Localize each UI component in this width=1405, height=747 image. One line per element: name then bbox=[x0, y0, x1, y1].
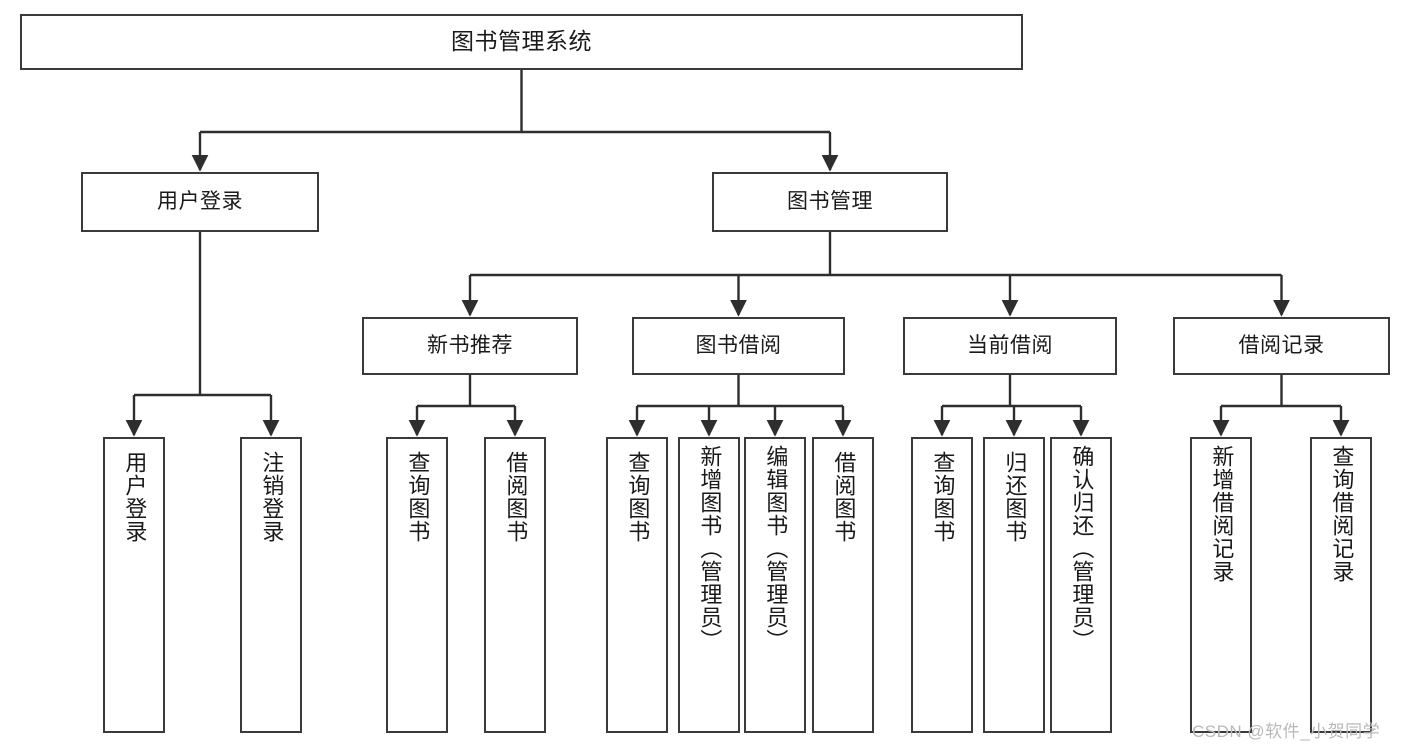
node-leaf-borrow-book-1[interactable]: 借阅图书 bbox=[484, 437, 546, 733]
node-leaf-query-book-1[interactable]: 查询图书 bbox=[386, 437, 448, 733]
watermark-text: CSDN @软件_小贺同学 bbox=[1192, 722, 1381, 741]
node-leaf-user-login[interactable]: 用户登录 bbox=[103, 437, 165, 733]
node-borrow-record[interactable]: 借阅记录 bbox=[1173, 317, 1390, 375]
node-leaf-add-record[interactable]: 新增借阅记录 bbox=[1190, 437, 1252, 733]
node-label: 新增图书（管理员） bbox=[697, 445, 723, 652]
node-user-login[interactable]: 用户登录 bbox=[81, 172, 319, 232]
node-label: 图书管理系统 bbox=[451, 28, 592, 55]
node-label: 查询图书 bbox=[405, 451, 431, 543]
node-new-book-rec[interactable]: 新书推荐 bbox=[362, 317, 578, 375]
node-leaf-user-logout[interactable]: 注销登录 bbox=[240, 437, 302, 733]
node-label: 归还图书 bbox=[1002, 451, 1028, 543]
node-leaf-borrow-book-2[interactable]: 借阅图书 bbox=[812, 437, 874, 733]
node-leaf-query-book-3[interactable]: 查询图书 bbox=[911, 437, 973, 733]
node-label: 新增借阅记录 bbox=[1209, 445, 1235, 583]
node-label: 借阅图书 bbox=[831, 451, 857, 543]
node-label: 确认归还（管理员） bbox=[1069, 445, 1095, 652]
node-book-manage[interactable]: 图书管理 bbox=[712, 172, 948, 232]
node-label: 当前借阅 bbox=[967, 333, 1053, 357]
node-label: 查询图书 bbox=[930, 451, 956, 543]
node-label: 图书管理 bbox=[787, 189, 873, 213]
node-label: 查询图书 bbox=[625, 451, 651, 543]
node-label: 注销登录 bbox=[259, 451, 285, 543]
node-label: 编辑图书（管理员） bbox=[763, 445, 789, 652]
node-label: 用户登录 bbox=[122, 451, 148, 543]
node-current-borrow[interactable]: 当前借阅 bbox=[903, 317, 1117, 375]
node-label: 新书推荐 bbox=[427, 333, 513, 357]
node-label: 用户登录 bbox=[157, 189, 243, 213]
node-label: 借阅图书 bbox=[503, 451, 529, 543]
node-label: 借阅记录 bbox=[1238, 333, 1325, 357]
node-label: 图书借阅 bbox=[695, 333, 782, 357]
node-leaf-query-book-2[interactable]: 查询图书 bbox=[606, 437, 668, 733]
node-leaf-return-book[interactable]: 归还图书 bbox=[983, 437, 1045, 733]
node-leaf-confirm-return[interactable]: 确认归还（管理员） bbox=[1050, 437, 1112, 733]
node-leaf-query-record[interactable]: 查询借阅记录 bbox=[1310, 437, 1372, 733]
node-leaf-edit-book[interactable]: 编辑图书（管理员） bbox=[744, 437, 806, 733]
node-leaf-add-book[interactable]: 新增图书（管理员） bbox=[678, 437, 740, 733]
node-root[interactable]: 图书管理系统 bbox=[20, 14, 1023, 70]
node-label: 查询借阅记录 bbox=[1329, 445, 1355, 583]
node-book-borrow[interactable]: 图书借阅 bbox=[632, 317, 845, 375]
